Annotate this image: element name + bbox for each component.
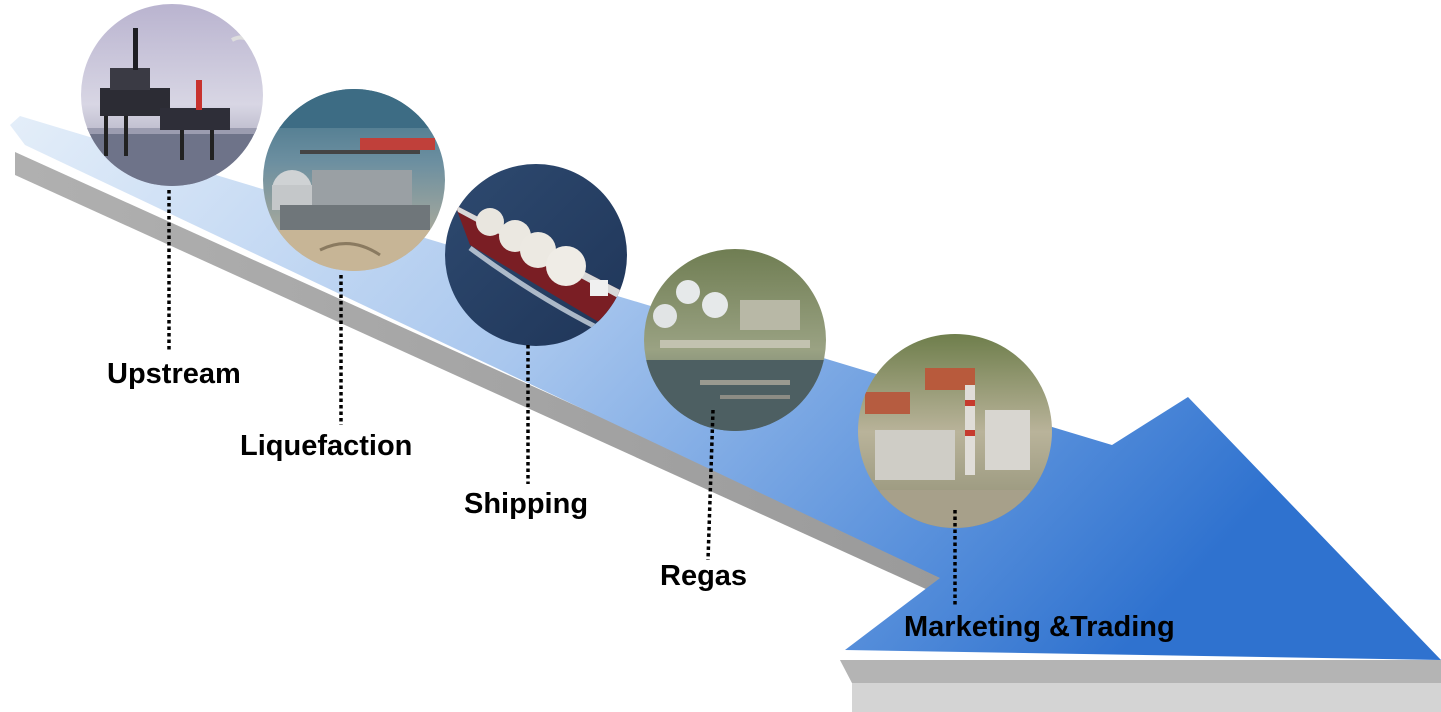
stage-label-marketing: Marketing &Trading	[904, 611, 1175, 643]
stage-label-upstream: Upstream	[107, 358, 241, 390]
connector-regas	[706, 409, 715, 561]
stage-label-liquefaction: Liquefaction	[240, 430, 413, 462]
shipping-photo	[445, 164, 627, 346]
arrow-shadow-band	[15, 152, 950, 600]
stage-label-regas: Regas	[660, 560, 748, 592]
upstream-photo	[81, 4, 263, 186]
stage-label-shipping: Shipping	[464, 488, 589, 520]
arrow-shadow-edge	[840, 660, 1441, 683]
regas-photo	[644, 249, 826, 431]
